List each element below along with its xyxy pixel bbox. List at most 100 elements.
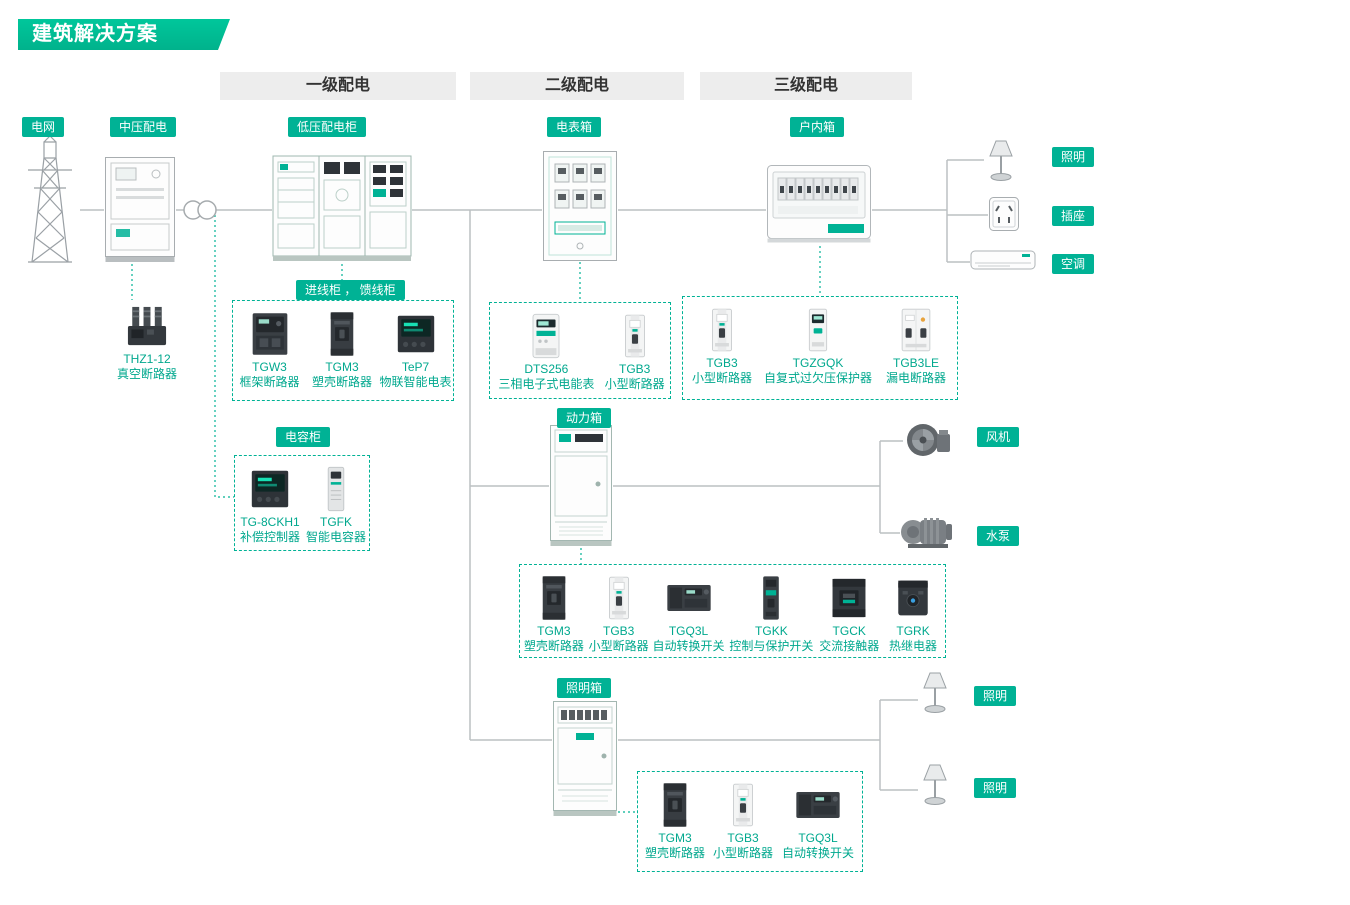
- badge-indoor-box: 户内箱: [790, 117, 845, 137]
- product-name: DTS256: [524, 362, 569, 376]
- energy-meter-icon: [520, 310, 572, 362]
- badge-lighting-a: 照明: [1052, 147, 1095, 167]
- product-tgq3l: TGQ3L 自动转换开关: [778, 779, 858, 861]
- product-group-capacitor: TG-8CKH1 补偿控制器 TGFK 智能电容器: [234, 455, 370, 551]
- section-header-primary-distribution: 一级配电: [220, 72, 456, 100]
- badge-pump: 水泵: [977, 526, 1020, 546]
- product-tgck: TGCK 交流接触器: [817, 572, 881, 654]
- product-tgb3: TGB3 小型断路器: [588, 572, 650, 654]
- section-header-tertiary-distribution: 三级配电: [700, 72, 912, 100]
- air-conditioner-icon: [970, 250, 1036, 277]
- fan-icon: [903, 420, 953, 465]
- product-name: TGB3: [603, 624, 635, 638]
- pump-icon: [900, 512, 954, 557]
- badge-meter-box: 电表箱: [547, 117, 602, 137]
- mcb-icon: [696, 304, 748, 356]
- product-tg-8ckh1: TG-8CKH1 补偿控制器: [237, 463, 303, 545]
- grid-tower-icon: [18, 135, 82, 266]
- mccb-icon: [528, 572, 580, 624]
- product-name: TG-8CKH1: [240, 515, 300, 529]
- product-desc: 自动转换开关: [781, 846, 854, 860]
- socket-icon: [988, 196, 1020, 237]
- lv-switchgear-illustration: [272, 150, 412, 264]
- product-tgb3le: TGB3LE 漏电断路器: [881, 304, 951, 386]
- product-name: TGKK: [755, 624, 788, 638]
- product-tgw3: TGW3 框架断路器: [234, 308, 306, 390]
- product-desc: 小型断路器: [604, 377, 665, 391]
- product-group-power: TGM3 塑壳断路器 TGB3 小型断路器 TGQ3L 自动转换开关 TGKK …: [519, 564, 946, 658]
- product-name: TeP7: [401, 360, 430, 374]
- product-desc: 小型断路器: [712, 846, 773, 860]
- lamp-icon: [918, 762, 952, 813]
- product-desc: 塑壳断路器: [644, 846, 705, 860]
- product-name: TGQ3L: [668, 624, 709, 638]
- product-desc: 热继电器: [889, 639, 938, 653]
- indoor-box-illustration: [766, 164, 872, 246]
- badge-mv-distribution: 中压配电: [110, 117, 177, 137]
- product-group-incoming-feeder: TGW3 框架断路器 TGM3 塑壳断路器 TeP7 物联智能电表: [232, 300, 454, 401]
- mcb-icon: [609, 310, 661, 362]
- page-title: 建筑解决方案: [18, 19, 230, 50]
- ats-icon: [663, 572, 715, 624]
- lamp-icon: [984, 140, 1018, 187]
- product-desc: 漏电断路器: [885, 371, 946, 385]
- mcb-icon: [717, 779, 769, 831]
- product-name: TGM3: [658, 831, 692, 845]
- product-desc: 三相电子式电能表: [498, 377, 595, 391]
- product-desc: 真空断路器: [116, 367, 177, 381]
- rcbo-icon: [890, 304, 942, 356]
- mcb-icon: [593, 572, 645, 624]
- badge-air-conditioner: 空调: [1052, 254, 1095, 274]
- product-tgm3: TGM3 塑壳断路器: [642, 779, 708, 861]
- product-thz1-12: THZ1-12 真空断路器: [92, 300, 202, 382]
- product-tgb3: TGB3 小型断路器: [689, 304, 755, 386]
- badge-fan: 风机: [977, 427, 1020, 447]
- product-desc: 小型断路器: [691, 371, 752, 385]
- product-desc: 小型断路器: [588, 639, 649, 653]
- product-tgb3: TGB3 小型断路器: [712, 779, 774, 861]
- product-tgb3: TGB3 小型断路器: [603, 310, 667, 392]
- product-desc: 控制与保护开关: [729, 639, 814, 653]
- product-tgm3: TGM3 塑壳断路器: [522, 572, 586, 654]
- product-name: TGRK: [896, 624, 930, 638]
- contactor-icon: [823, 572, 875, 624]
- transformer-symbol: [183, 200, 217, 220]
- badge-incoming-feeder-cabinet: 进线柜 ， 馈线柜: [296, 280, 405, 300]
- smart-meter-icon: [390, 308, 442, 360]
- product-desc: 补偿控制器: [239, 530, 300, 544]
- product-tgm3: TGM3 塑壳断路器: [306, 308, 378, 390]
- product-name: TGB3: [706, 356, 738, 370]
- badge-lighting-b: 照明: [974, 686, 1017, 706]
- frame-breaker-icon: [244, 308, 296, 360]
- mv-cabinet-illustration: [104, 156, 176, 264]
- product-desc: 塑壳断路器: [311, 375, 372, 389]
- product-name: THZ1-12: [123, 352, 171, 366]
- product-name: TGB3: [727, 831, 759, 845]
- compensation-controller-icon: [244, 463, 296, 515]
- badge-lighting-c: 照明: [974, 778, 1017, 798]
- product-name: TGW3: [252, 360, 287, 374]
- lighting-box-illustration: [552, 700, 618, 818]
- product-name: TGM3: [325, 360, 359, 374]
- power-box-illustration: [549, 424, 613, 548]
- product-name: TGCK: [832, 624, 866, 638]
- product-desc: 自动转换开关: [652, 639, 725, 653]
- badge-power-box: 动力箱: [557, 408, 612, 428]
- product-desc: 自复式过欠压保护器: [763, 371, 872, 385]
- product-name: TGM3: [537, 624, 571, 638]
- product-group-meter: DTS256 三相电子式电能表 TGB3 小型断路器: [489, 302, 671, 399]
- section-header-secondary-distribution: 二级配电: [470, 72, 684, 100]
- voltage-protector-icon: [792, 304, 844, 356]
- product-desc: 智能电容器: [305, 530, 366, 544]
- thermal-relay-icon: [887, 572, 939, 624]
- cps-switch-icon: [745, 572, 797, 624]
- product-name: TGFK: [320, 515, 352, 529]
- mccb-icon: [649, 779, 701, 831]
- badge-capacitor-cabinet: 电容柜: [276, 427, 331, 447]
- product-desc: 物联智能电表: [379, 375, 452, 389]
- badge-grid: 电网: [22, 117, 65, 137]
- product-name: TGB3LE: [892, 356, 940, 370]
- product-tep7: TeP7 物联智能电表: [379, 308, 453, 390]
- vacuum-breaker-icon: [121, 300, 173, 352]
